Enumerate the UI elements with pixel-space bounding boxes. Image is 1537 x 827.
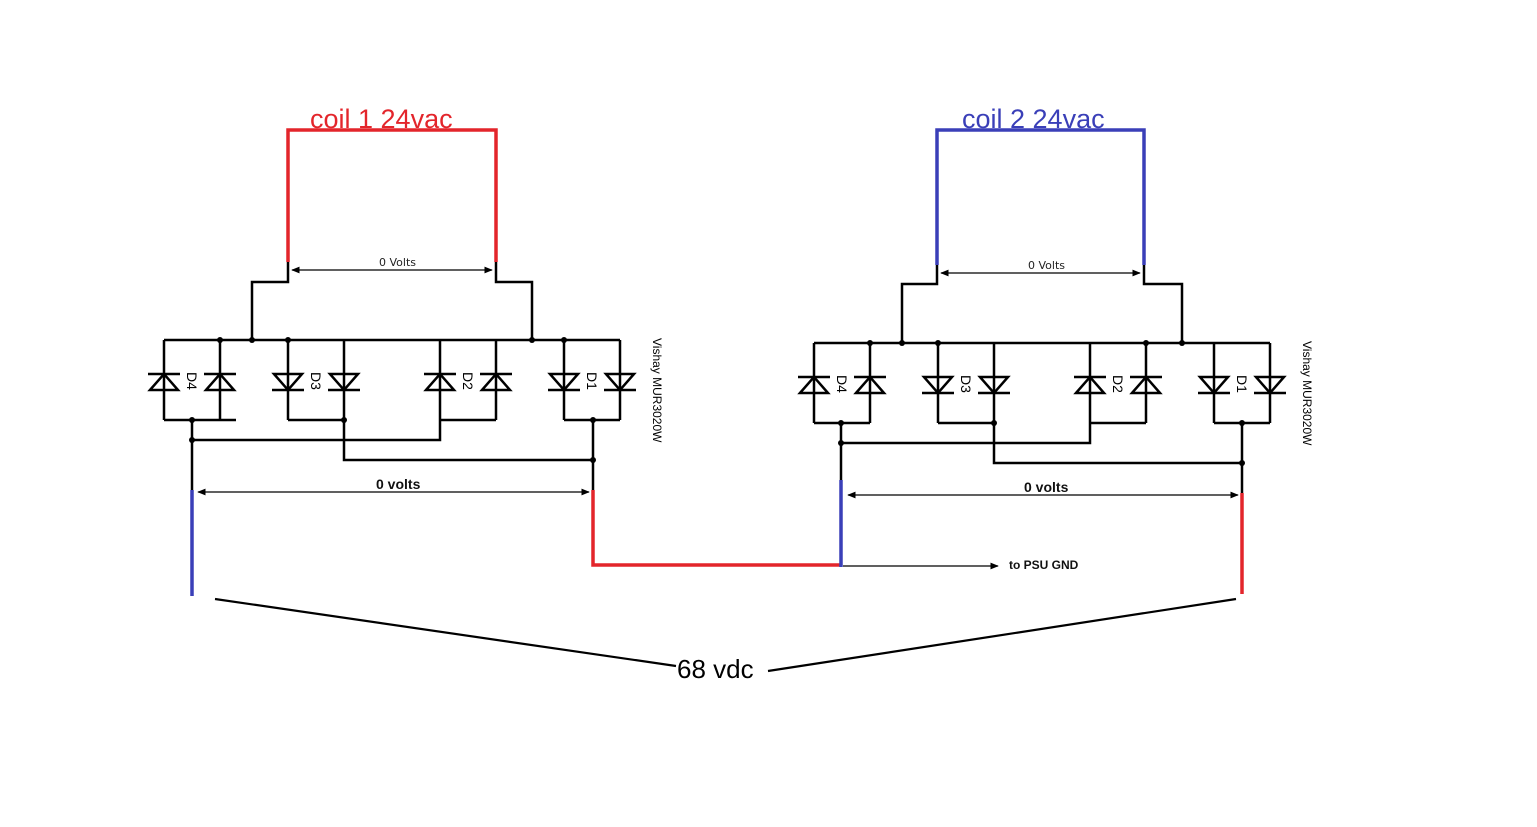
diode-label-d1-1: D1: [584, 372, 600, 390]
diode-label-d3-1: D3: [308, 372, 324, 390]
series-link-red: [591, 490, 840, 567]
diode-label-d1-2: D1: [1234, 375, 1250, 393]
output-wiring: to PSU GND 68 vdc: [190, 480, 1244, 684]
diode-label-d4-2: D4: [834, 375, 850, 393]
diode-label-d3-2: D3: [958, 375, 974, 393]
diode-label-d2-2: D2: [1110, 375, 1126, 393]
dc-voltage-label-1: 0 volts: [376, 476, 421, 492]
output-voltage-label: 68 vdc: [677, 654, 754, 684]
gnd-label: to PSU GND: [1009, 558, 1079, 572]
part-label-2: Vishay MUR3020W: [1300, 341, 1314, 446]
bridge-1: coil 1 24vac 0 Volts D4 D3 D2: [147, 104, 664, 496]
bridge-2: coil 2 24vac 0 Volts D4 D3 D2: [797, 104, 1314, 499]
coil-2-label: coil 2 24vac: [962, 104, 1105, 134]
part-label-1: Vishay MUR3020W: [650, 338, 664, 443]
coil-1-wire: [286, 128, 498, 262]
dc-voltage-label-2: 0 volts: [1024, 479, 1069, 495]
output-bracket-left: [214, 597, 677, 668]
junction-dots-1: [189, 337, 596, 463]
diode-d3-pair: D3: [271, 340, 361, 420]
diode-d4-pair-2: D4: [797, 343, 887, 423]
diode-d4-pair: D4: [147, 340, 237, 420]
diode-d1-pair: D1: [547, 340, 637, 420]
output-bracket-right: [767, 597, 1237, 673]
ac-voltage-label-1: 0 Volts: [379, 256, 416, 269]
diode-d3-pair-2: D3: [921, 343, 1011, 423]
coil-1-label: coil 1 24vac: [310, 104, 453, 134]
diode-d2-pair: D2: [423, 340, 513, 420]
diode-label-d2-1: D2: [460, 372, 476, 390]
coil-2-wire: [935, 128, 1146, 265]
junction-dots-2: [838, 340, 1245, 466]
diode-d1-pair-2: D1: [1197, 343, 1287, 423]
diode-label-d4-1: D4: [184, 372, 200, 390]
ac-voltage-label-2: 0 Volts: [1028, 259, 1065, 272]
diode-d2-pair-2: D2: [1073, 343, 1163, 423]
